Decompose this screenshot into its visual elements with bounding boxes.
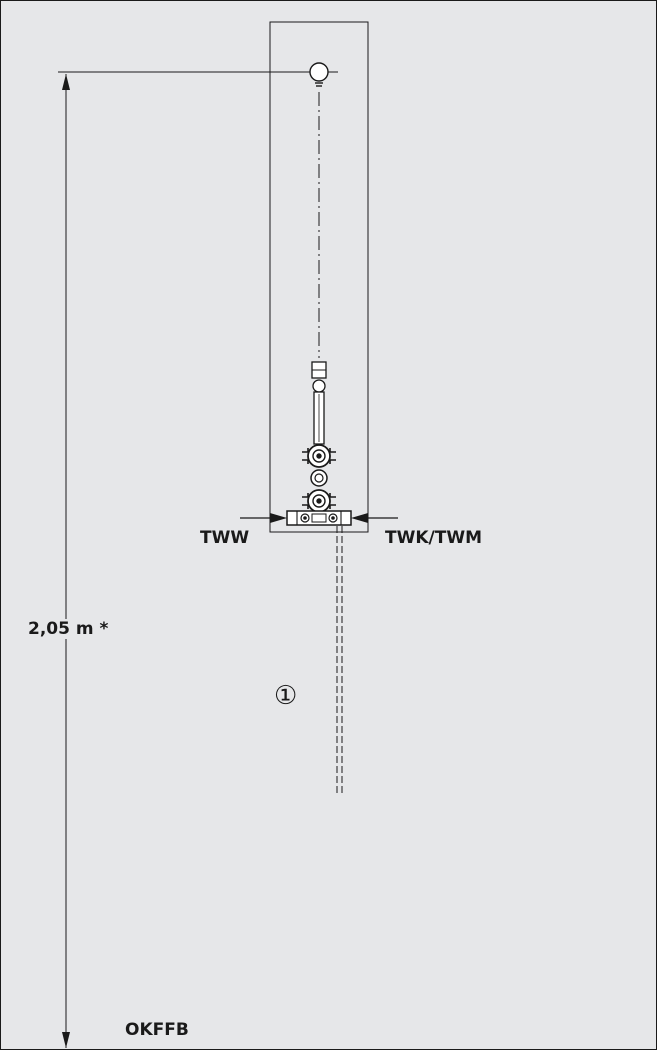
warm-water-label: TWW bbox=[200, 528, 250, 548]
floor-reference-label: OKFFB bbox=[125, 1020, 189, 1040]
installation-zone bbox=[269, 21, 369, 533]
cold-water-label: TWK/TWM bbox=[385, 528, 482, 548]
cold-water-inlet-arrow bbox=[351, 513, 398, 523]
circled-number-marker: ① bbox=[274, 681, 298, 711]
drain-pipe-dashed bbox=[336, 526, 343, 795]
shower-head-icon bbox=[309, 62, 329, 87]
mixer-valve-icon bbox=[286, 361, 352, 526]
dimension-arrow-top bbox=[62, 74, 70, 90]
height-dimension-line bbox=[62, 74, 70, 1048]
height-dimension-label: 2,05 m * bbox=[26, 619, 111, 639]
dimension-arrow-bottom bbox=[62, 1032, 70, 1048]
warm-water-inlet-arrow bbox=[240, 513, 287, 523]
